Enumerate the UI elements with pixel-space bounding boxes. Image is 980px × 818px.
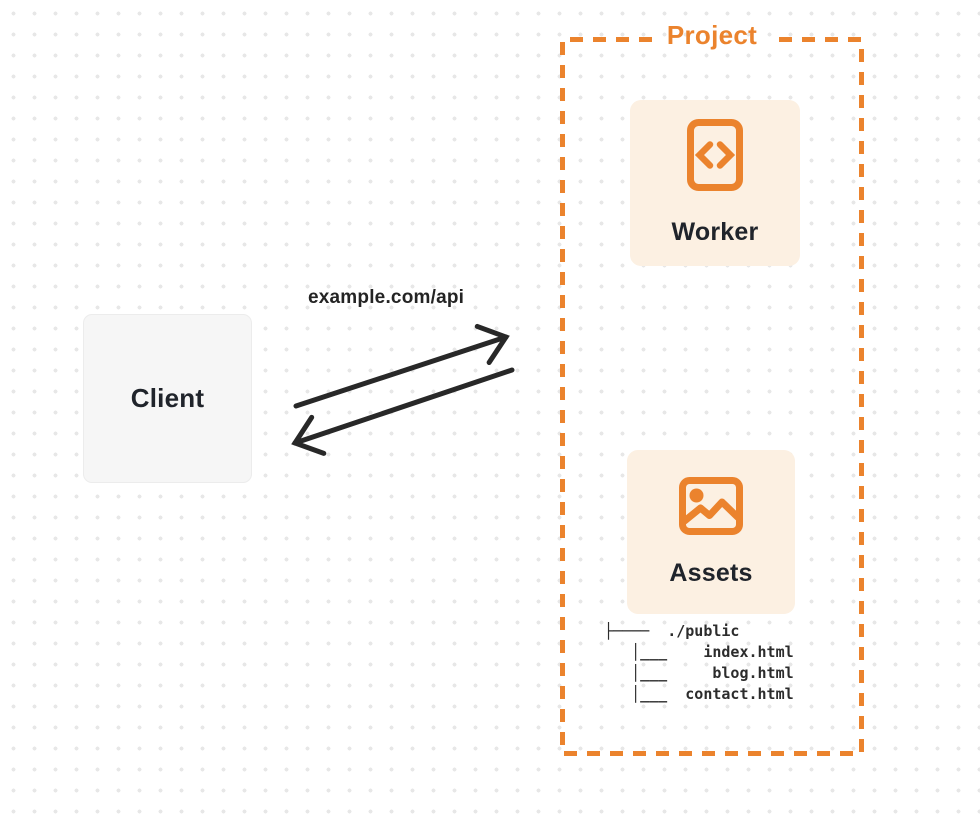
assets-node: Assets xyxy=(627,450,795,614)
code-document-icon xyxy=(687,119,743,191)
worker-label: Worker xyxy=(671,218,759,246)
file-tree-line-contact: │___ contact.html xyxy=(604,685,794,703)
response-arrow xyxy=(291,367,515,456)
assets-label: Assets xyxy=(669,558,753,587)
project-label: Project xyxy=(666,20,758,50)
file-tree-line-index: │___ index.html xyxy=(604,643,794,661)
client-node: Client xyxy=(83,314,252,483)
file-tree: ├──── ./public │___ index.html │___ blog… xyxy=(604,621,794,705)
worker-node: Worker xyxy=(630,100,800,266)
image-icon xyxy=(679,476,743,535)
request-arrow xyxy=(293,323,510,409)
file-tree-line-public: ├──── ./public xyxy=(604,622,740,640)
client-label: Client xyxy=(130,383,205,413)
request-url-label: example.com/api xyxy=(308,287,465,308)
file-tree-line-blog: │___ blog.html xyxy=(604,664,794,682)
project-boundary xyxy=(560,37,864,756)
